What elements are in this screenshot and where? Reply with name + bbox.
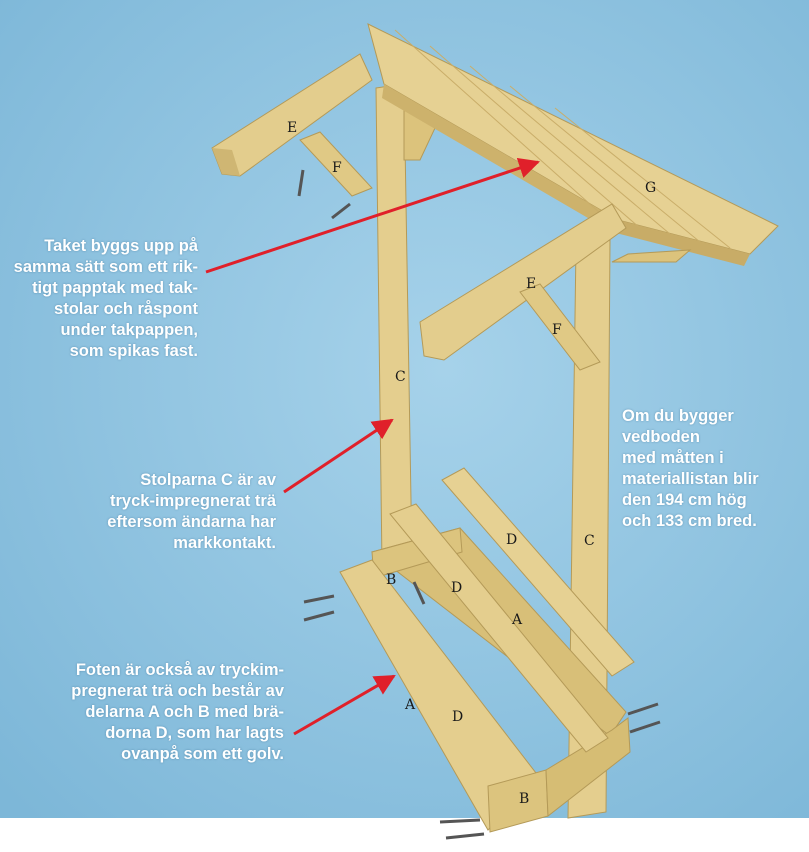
- label-f-top: F: [332, 160, 342, 176]
- label-b-front: B: [519, 791, 529, 807]
- label-d-front: D: [452, 709, 463, 725]
- brace-top-left: [299, 131, 373, 197]
- roof-panel: [367, 23, 779, 266]
- screws-right: [627, 702, 661, 734]
- label-a-back: A: [511, 612, 523, 628]
- label-d-back: D: [506, 532, 517, 548]
- arrow-base: [293, 674, 396, 736]
- nail-top-2: [331, 202, 351, 220]
- label-a-front: A: [404, 697, 416, 713]
- floor-board-back: [441, 467, 635, 677]
- brace-mid: [519, 283, 601, 371]
- arrow-roof: [205, 157, 540, 274]
- screws-left: [303, 594, 335, 622]
- brace-mid-right: [611, 249, 692, 263]
- label-e-top: E: [287, 120, 297, 136]
- label-d-mid: D: [451, 580, 462, 596]
- label-c-left: C: [395, 369, 406, 385]
- rafter-top-left: [211, 53, 373, 177]
- label-c-right: C: [584, 533, 595, 549]
- nail-top-1: [297, 169, 305, 197]
- label-f-mid: F: [552, 322, 562, 338]
- caption-roof: Taket byggs upp på samma sätt som ett ri…: [13, 237, 198, 360]
- screw-inner: [412, 581, 426, 605]
- bottom-strip: [0, 818, 809, 852]
- floor-board-mid: [389, 503, 609, 753]
- label-b-back: B: [386, 572, 396, 588]
- caption-posts: Stolparna C är av tryck-impregnerat trä …: [107, 471, 276, 552]
- label-e-mid: E: [526, 276, 536, 292]
- label-g: G: [645, 180, 656, 196]
- screws-bottom: [439, 818, 485, 840]
- arrow-posts: [283, 418, 394, 494]
- caption-base: Foten är också av tryckim- pregnerat trä…: [71, 661, 284, 763]
- caption-dimensions: Om du bygger vedboden med måtten i mater…: [622, 407, 759, 530]
